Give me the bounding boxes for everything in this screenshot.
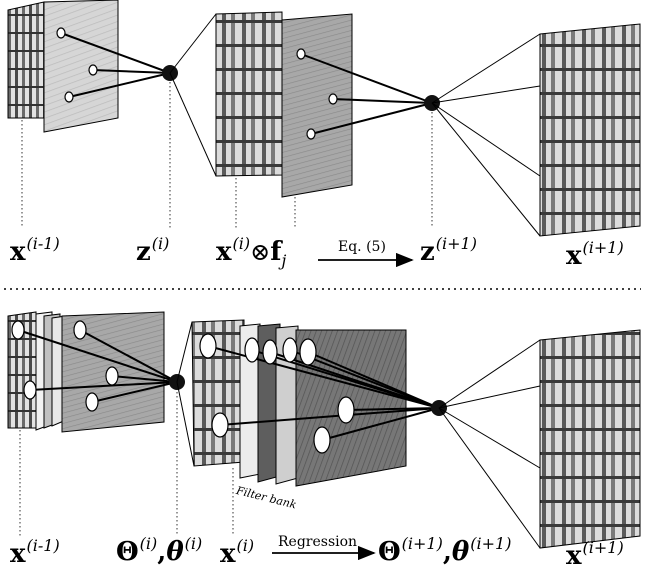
top-label-z: z(i) (136, 234, 170, 267)
top-output-image (539, 23, 641, 237)
bottom-label-x-prev: x(i-1) (10, 536, 60, 569)
top-middle-sample-lines (300, 53, 433, 135)
bottom-arrow-label: Regression (278, 534, 358, 550)
bottom-guide-lines (19, 392, 234, 536)
bottom-middle-sample-lines (207, 345, 440, 441)
bottom-middle-image (191, 319, 245, 467)
top-input-image (7, 1, 45, 119)
bottom-middle-sample-points (199, 333, 355, 454)
bottom-label-x-cur: x(i) (220, 536, 255, 569)
top-input-filtered-panel (43, 0, 119, 133)
top-left-sample-points (56, 27, 98, 103)
top-label-x-prev: x(i-1) (10, 234, 60, 267)
bottom-label-theta: Θ(i),θ(i) (116, 534, 203, 567)
top-middle-filtered-panel (281, 13, 353, 198)
top-middle-image (215, 11, 283, 177)
top-label-x-conv-f: x(i)⊗fj (216, 234, 287, 270)
bottom-output-image (539, 329, 641, 549)
bottom-label-theta-next: Θ(i+1),θ(i+1) (378, 534, 512, 567)
top-middle-sample-points (296, 48, 338, 140)
top-arrow-label: Eq. (5) (338, 239, 386, 255)
top-guide-lines (21, 82, 433, 228)
top-label-x-next: x(i+1) (566, 238, 624, 271)
top-z-fan-lines (169, 13, 217, 177)
bottom-left-sample-lines (17, 329, 178, 403)
top-z-next-fan-lines (431, 33, 541, 237)
bottom-theta-next-fan-lines (438, 339, 541, 549)
top-left-sample-lines (60, 32, 171, 98)
bottom-theta-fan-lines (176, 321, 195, 467)
bottom-left-sample-points (11, 320, 119, 412)
bottom-label-x-next: x(i+1) (566, 538, 624, 571)
top-label-z-next: z(i+1) (420, 234, 477, 267)
